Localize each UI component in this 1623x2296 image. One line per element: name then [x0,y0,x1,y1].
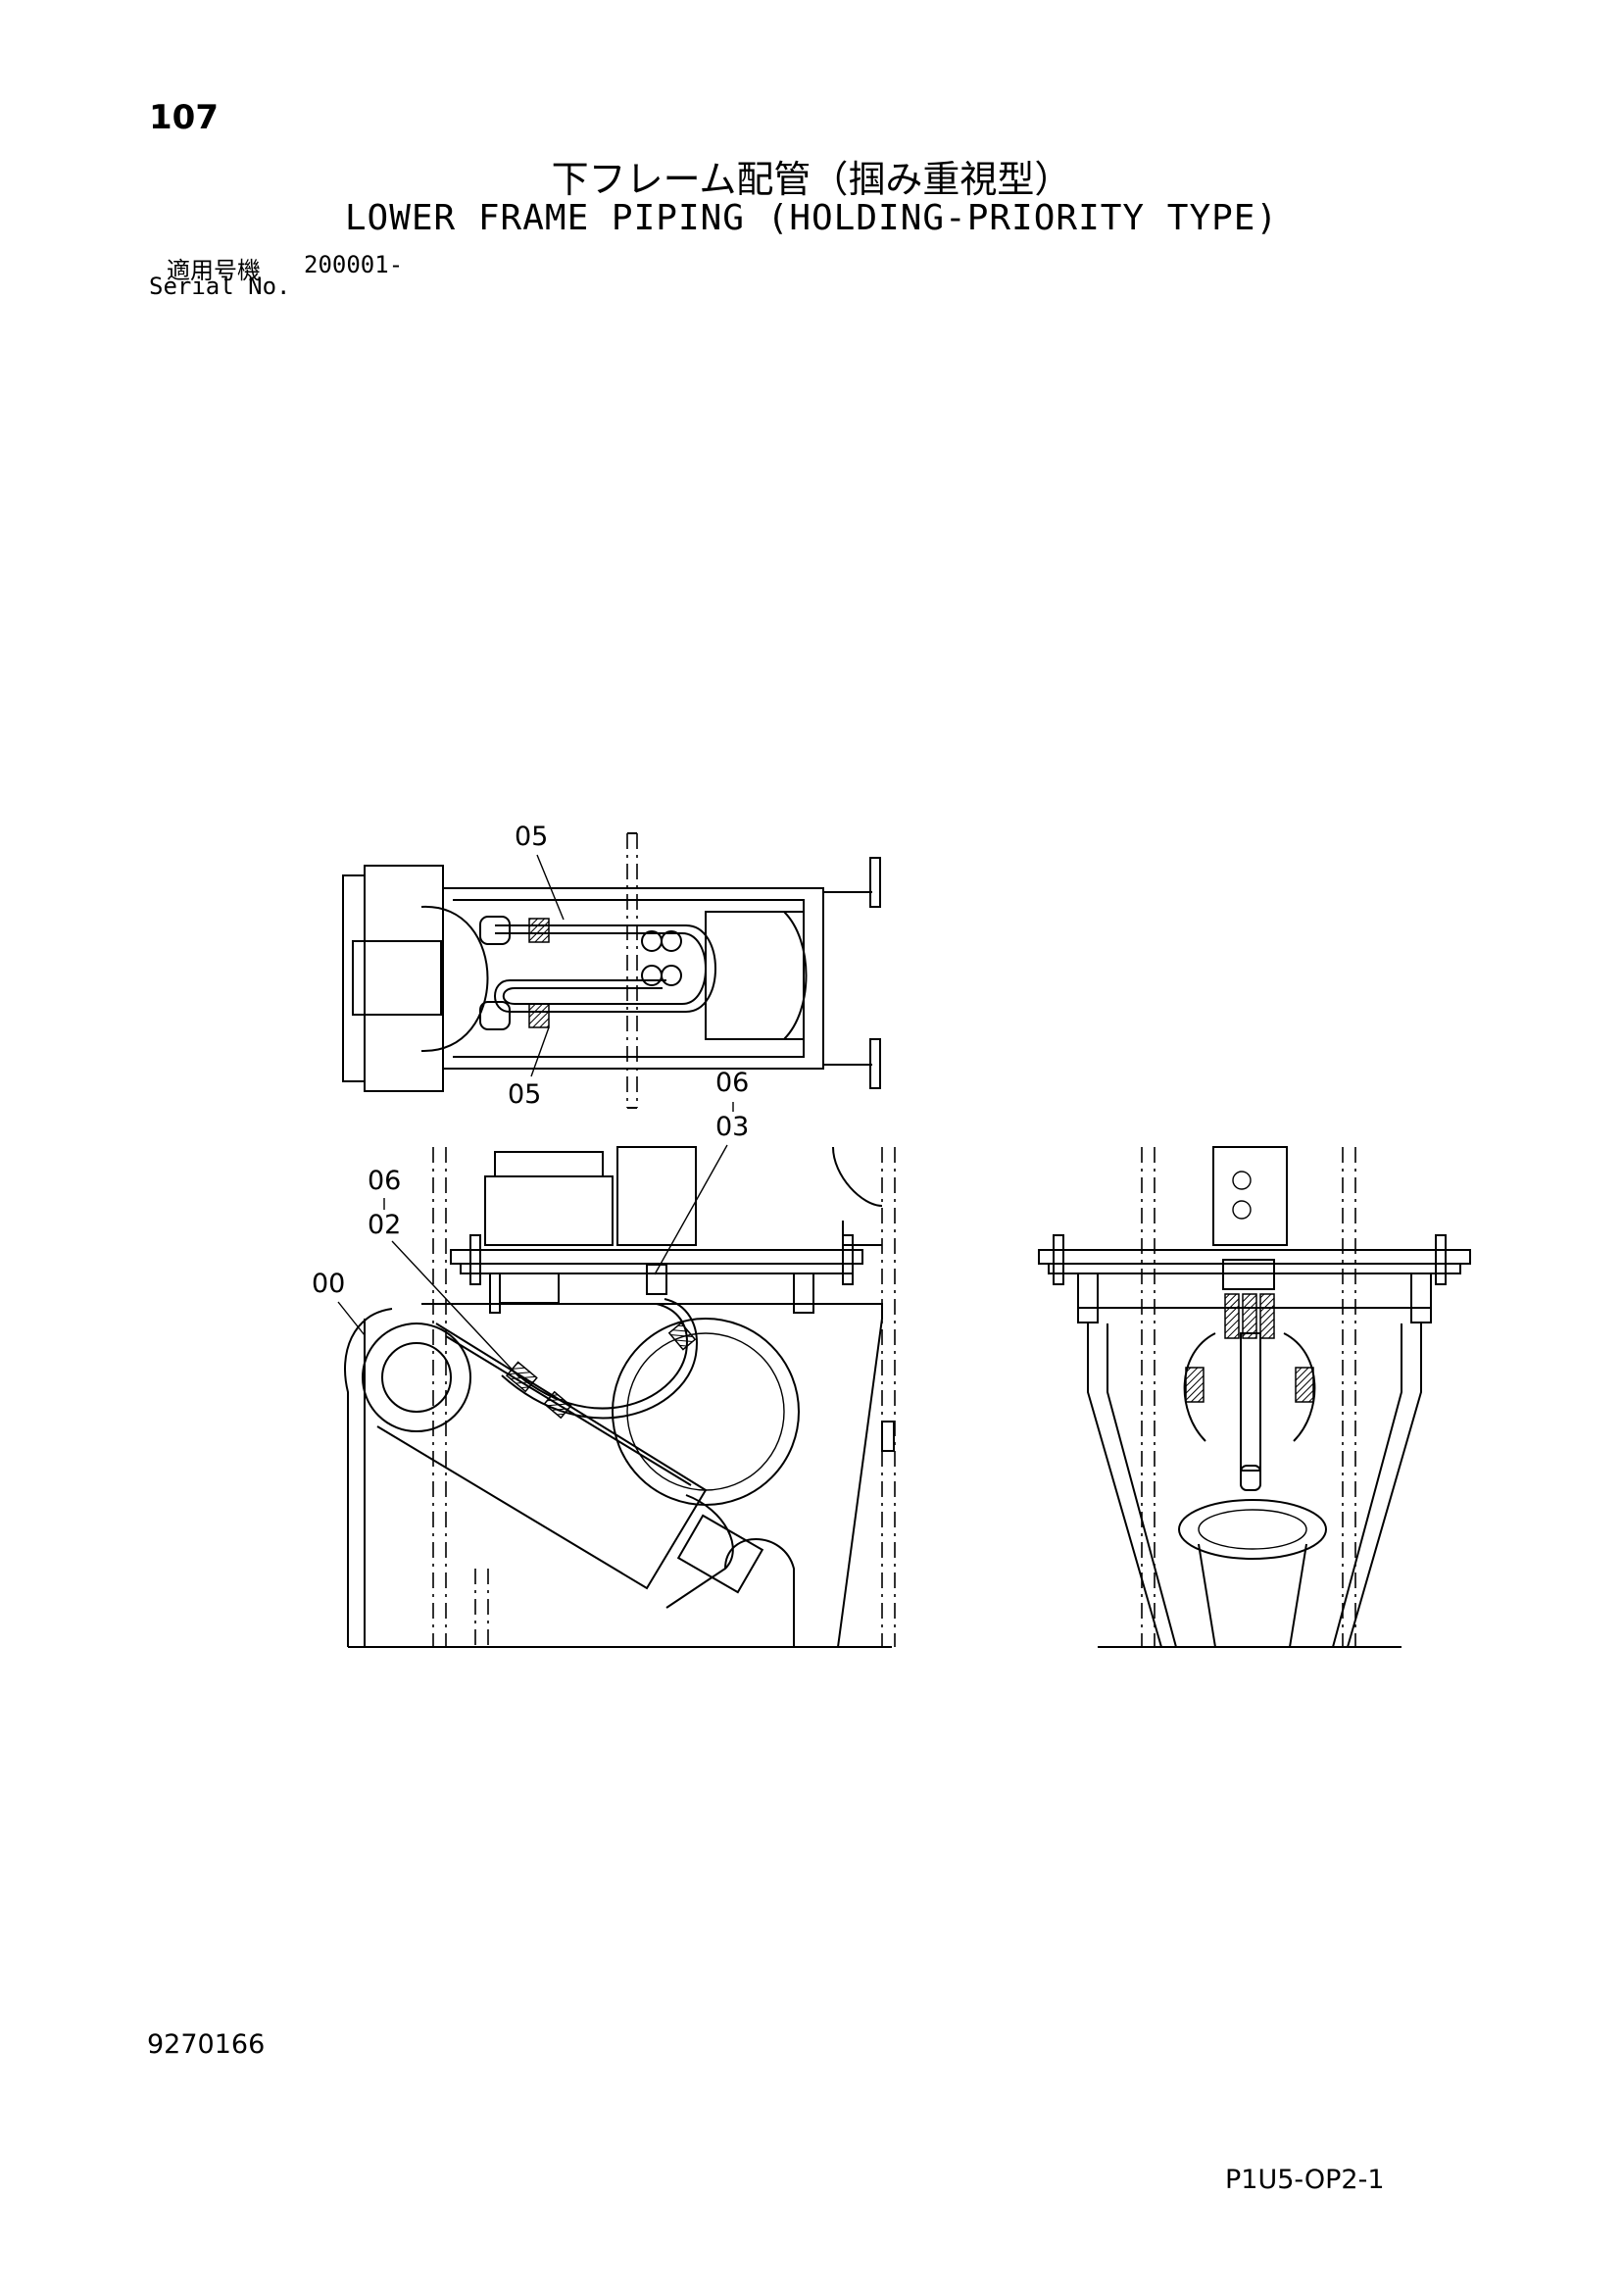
serial-label-english: Serial No. [149,273,291,300]
page-number: 107 [149,98,219,137]
callout-05-lower: 05 [508,1079,541,1110]
callout-05-upper: 05 [515,822,548,852]
page-title-english: LOWER FRAME PIPING (HOLDING-PRIORITY TYP… [344,198,1279,238]
callout-00: 00 [312,1269,345,1299]
page-title-japanese: 下フレーム配管（掴み重視型） [551,158,1072,201]
side-view [344,1146,896,1648]
callout-03: 03 [715,1112,749,1142]
leader-line [654,1144,728,1275]
callout-06-left: 06 [368,1166,401,1196]
callout-06-right: 06 [715,1068,749,1098]
leader-line [530,1026,550,1077]
callout-02: 02 [368,1210,401,1240]
leader-line [391,1240,520,1378]
serial-label-japanese: 適用号機 [167,257,261,284]
front-view [1038,1146,1471,1648]
top-view [342,832,881,1109]
document-id: 9270166 [147,2029,266,2060]
serial-number-value: 200001- [304,251,404,278]
page-code: P1U5-OP2-1 [1225,2165,1385,2195]
leader-line [337,1301,366,1336]
leader-line [536,854,565,921]
